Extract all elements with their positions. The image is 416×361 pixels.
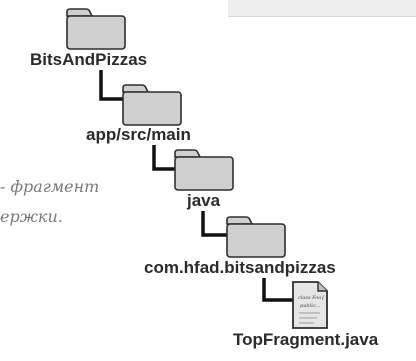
file-icon-text-line2: public... <box>300 303 321 309</box>
folder-icon <box>122 84 182 126</box>
folder-icon <box>66 8 126 50</box>
annotation-note-line1: - фрагмент <box>0 177 100 196</box>
tree-connector <box>201 211 236 237</box>
file-icon-text-line1: class Foo{ <box>298 295 325 301</box>
file-label-topfragment: TopFragment.java <box>233 330 379 349</box>
tree-connector <box>262 278 295 302</box>
folder-icon <box>174 149 234 191</box>
folder-label-com-hfad-bitsandpizzas: com.hfad.bitsandpizzas <box>144 258 336 277</box>
annotation-note-line2: ержки. <box>0 207 63 226</box>
folder-label-root: BitsAndPizzas <box>30 50 148 69</box>
java-file-icon: class Foo{ public... <box>292 281 328 329</box>
folder-icon <box>226 216 286 258</box>
folder-label-java: java <box>187 191 221 210</box>
top-panel-fragment <box>228 0 416 17</box>
folder-label-app-src-main: app/src/main <box>86 125 191 144</box>
